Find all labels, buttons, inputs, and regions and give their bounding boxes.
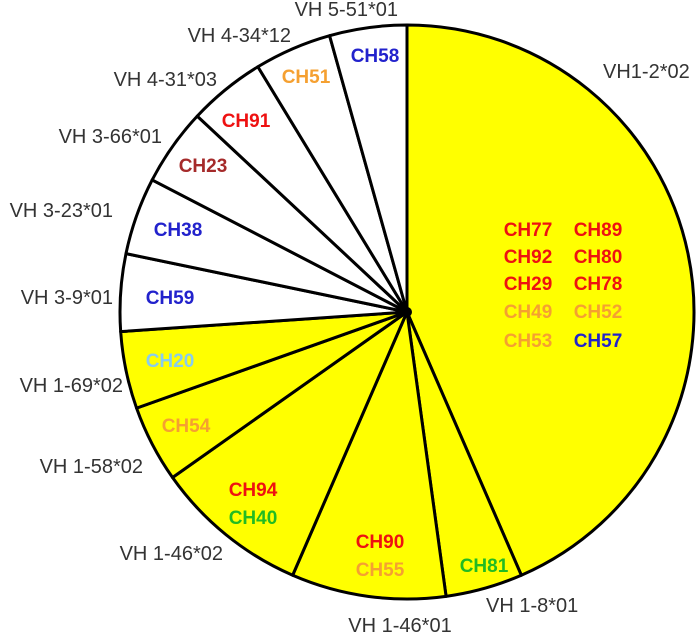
slice-label: VH 3-66*01 bbox=[59, 126, 162, 148]
slice-label: VH 1-46*01 bbox=[348, 615, 451, 636]
member-label: CH49 bbox=[504, 302, 553, 323]
member-label: CH23 bbox=[179, 156, 228, 177]
slice-label: VH1-2*02 bbox=[603, 61, 690, 83]
pie-slice bbox=[328, 23, 409, 314]
pie-slice bbox=[291, 310, 448, 601]
member-label: CH91 bbox=[222, 111, 271, 132]
member-label: CH77 bbox=[504, 220, 553, 241]
slice-label: VH 5-51*01 bbox=[295, 0, 398, 21]
slice-label: VH 1-58*02 bbox=[40, 456, 143, 478]
member-label: CH51 bbox=[282, 67, 331, 88]
member-label: CH94 bbox=[229, 480, 278, 501]
pie-slice bbox=[171, 310, 409, 577]
member-label: CH78 bbox=[574, 274, 623, 295]
slice-label: VH 1-46*02 bbox=[120, 543, 223, 565]
member-label: CH53 bbox=[504, 331, 553, 352]
member-label: CH55 bbox=[356, 560, 405, 581]
member-label: CH29 bbox=[504, 274, 553, 295]
slice-label: VH 1-8*01 bbox=[486, 595, 578, 617]
member-label: CH58 bbox=[351, 46, 400, 67]
member-label: CH90 bbox=[356, 532, 405, 553]
member-label: CH59 bbox=[146, 288, 195, 309]
member-label: CH81 bbox=[460, 556, 509, 577]
member-label: CH40 bbox=[229, 508, 278, 529]
slice-label: VH 3-9*01 bbox=[21, 287, 113, 309]
slice-label: VH 3-23*01 bbox=[10, 200, 113, 222]
slice-label: VH 4-31*03 bbox=[114, 69, 217, 91]
member-label: CH89 bbox=[574, 220, 623, 241]
slice-label: VH 1-69*02 bbox=[20, 375, 123, 397]
member-label: CH57 bbox=[574, 331, 623, 352]
member-label: CH80 bbox=[574, 247, 623, 268]
member-label: CH38 bbox=[154, 220, 203, 241]
member-label: CH92 bbox=[504, 247, 553, 268]
member-label: CH54 bbox=[162, 416, 211, 437]
pie-center-hub bbox=[402, 307, 412, 317]
member-label: CH52 bbox=[574, 302, 623, 323]
member-label: CH20 bbox=[146, 351, 195, 372]
slice-label: VH 4-34*12 bbox=[188, 25, 291, 47]
pie-slice bbox=[405, 23, 696, 577]
